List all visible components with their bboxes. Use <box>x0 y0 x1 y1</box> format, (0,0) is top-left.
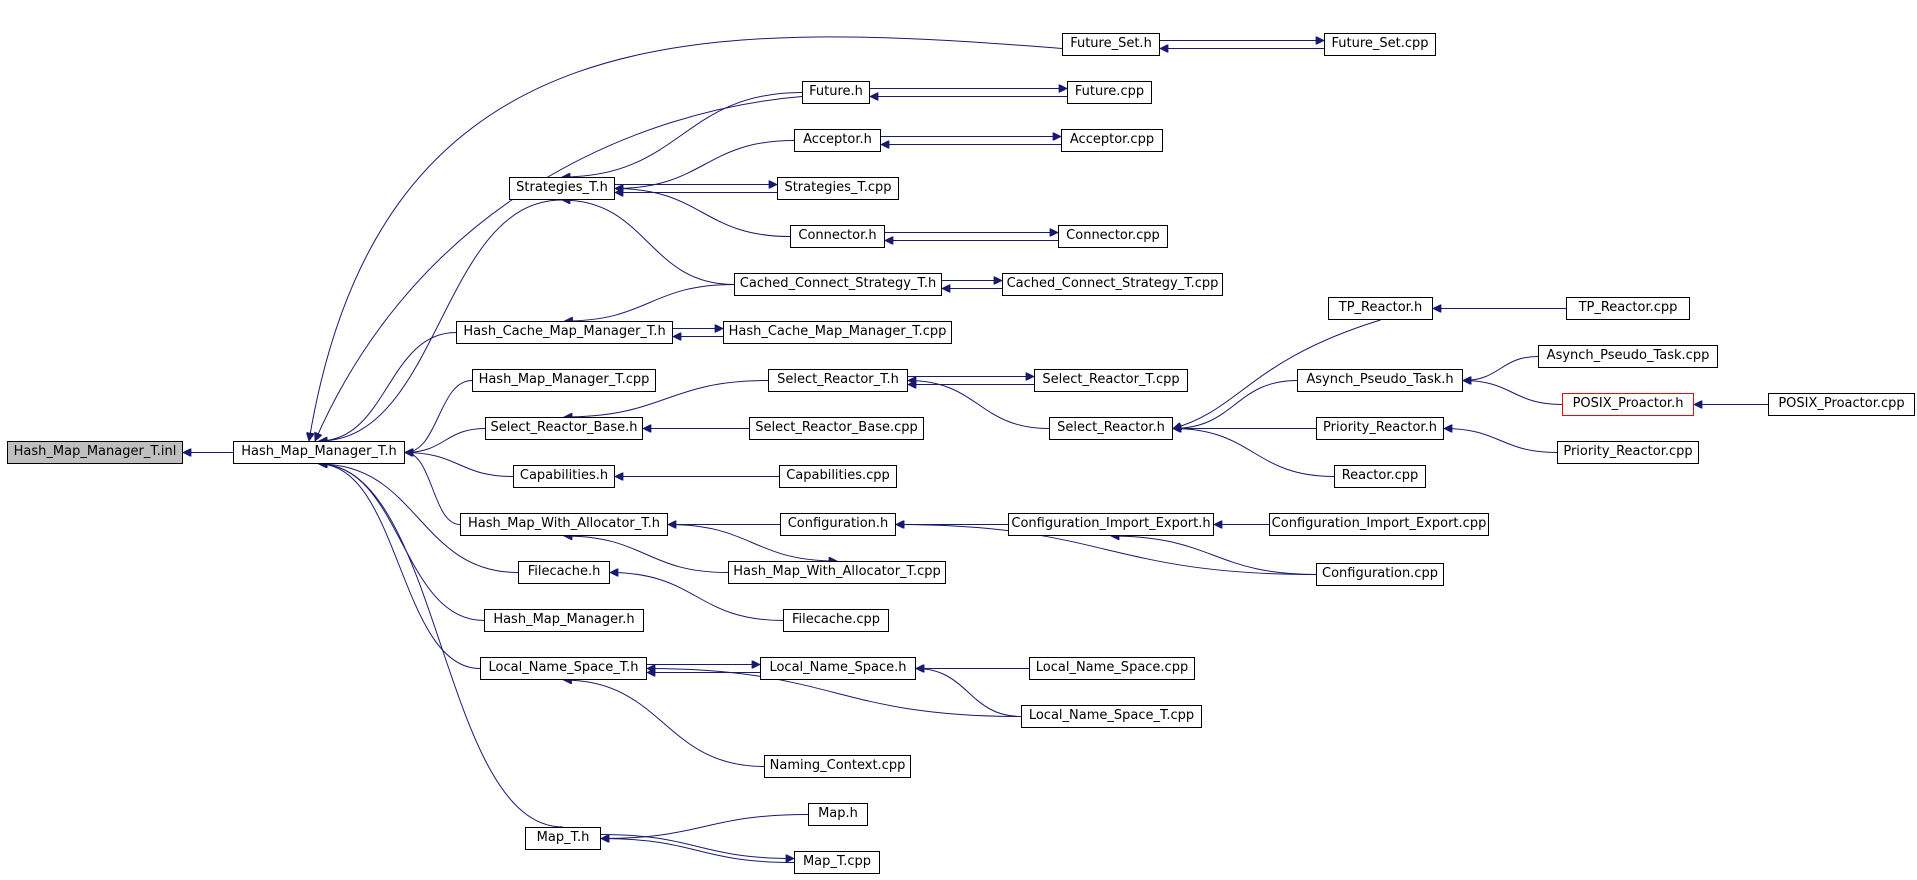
node-local-name-space-h[interactable]: Local_Name_Space.h <box>760 657 916 680</box>
edge-hmwa_cpp-to-hmwa_h <box>564 536 729 573</box>
node-configuration-cpp[interactable]: Configuration.cpp <box>1316 563 1444 586</box>
edge-hmm_plain_h-to-hmm_h <box>319 464 485 621</box>
edge-map_h-to-map_t_h <box>601 814 809 839</box>
node-acceptor-h[interactable]: Acceptor.h <box>794 129 881 152</box>
node-map-h[interactable]: Map.h <box>808 803 868 826</box>
node-acceptor-cpp[interactable]: Acceptor.cpp <box>1061 129 1163 152</box>
node-future-set-cpp[interactable]: Future_Set.cpp <box>1324 33 1436 56</box>
node-future-cpp[interactable]: Future.cpp <box>1067 81 1152 104</box>
node-connector-h[interactable]: Connector.h <box>790 225 885 248</box>
node-hash-map-manager-t-h[interactable]: Hash_Map_Manager_T.h <box>233 441 405 464</box>
edge-capabilities_h-to-hmm_h <box>405 453 514 477</box>
node-hash-map-manager-t-cpp[interactable]: Hash_Map_Manager_T.cpp <box>472 369 656 392</box>
node-local-name-space-t-h[interactable]: Local_Name_Space_T.h <box>480 657 647 680</box>
node-capabilities-h[interactable]: Capabilities.h <box>513 465 615 488</box>
node-map-t-cpp[interactable]: Map_T.cpp <box>794 851 880 874</box>
edge-map_t_cpp-to-map_t_h <box>601 839 795 863</box>
node-tp-reactor-cpp[interactable]: TP_Reactor.cpp <box>1566 297 1690 320</box>
node-map-t-h[interactable]: Map_T.h <box>525 827 601 850</box>
edge-asynch_cpp-to-asynch_h <box>1463 356 1539 381</box>
edge-asynch_h-to-sel_reactor_h <box>1173 380 1298 429</box>
node-filecache-cpp[interactable]: Filecache.cpp <box>783 609 889 632</box>
node-configuration-h[interactable]: Configuration.h <box>780 513 896 536</box>
node-strategies-t-cpp[interactable]: Strategies_T.cpp <box>777 177 899 200</box>
node-capabilities-cpp[interactable]: Capabilities.cpp <box>779 465 897 488</box>
node-local-name-space-cpp[interactable]: Local_Name_Space.cpp <box>1029 657 1195 680</box>
node-priority-reactor-h[interactable]: Priority_Reactor.h <box>1316 417 1444 440</box>
edge-strategies_h-to-hmm_h <box>319 199 563 441</box>
node-hash-map-manager-t-inl: Hash_Map_Manager_T.inl <box>7 441 183 464</box>
edge-future_h-to-strategies_h <box>562 92 803 178</box>
node-tp-reactor-h[interactable]: TP_Reactor.h <box>1328 297 1433 320</box>
edge-config_cpp-to-config_h <box>896 525 1317 575</box>
edge-config_cpp-to-config_ie_h <box>1111 536 1317 575</box>
edge-ccs_h-to-hcmm_h <box>565 284 735 322</box>
node-asynch-pseudo-task-h[interactable]: Asynch_Pseudo_Task.h <box>1297 369 1463 392</box>
node-configuration-import-export-cpp[interactable]: Configuration_Import_Export.cpp <box>1269 513 1489 536</box>
node-local-name-space-t-cpp[interactable]: Local_Name_Space_T.cpp <box>1021 705 1202 728</box>
node-select-reactor-h[interactable]: Select_Reactor.h <box>1049 417 1173 440</box>
edge-map_t_h-to-map_t_cpp <box>600 834 794 859</box>
node-cached-connect-strategy-t-cpp[interactable]: Cached_Connect_Strategy_T.cpp <box>1002 273 1223 296</box>
edge-lns_t_h-to-hmm_h <box>319 464 481 669</box>
edge-hmm_cpp-to-hmm_h <box>405 380 473 453</box>
edge-connector_h-to-strategies_h <box>615 189 791 237</box>
edge-sel_reactor_h-to-sel_reactor_t_h <box>908 381 1050 429</box>
node-select-reactor-t-cpp[interactable]: Select_Reactor_T.cpp <box>1034 369 1188 392</box>
node-asynch-pseudo-task-cpp[interactable]: Asynch_Pseudo_Task.cpp <box>1538 345 1718 368</box>
edge-lns_t_cpp-to-lns_h <box>916 669 1022 717</box>
node-hash-cache-map-manager-t-h[interactable]: Hash_Cache_Map_Manager_T.h <box>456 321 673 344</box>
edge-priority_cpp-to-priority_h <box>1444 429 1558 453</box>
edge-hmwa_h-to-hmm_h <box>405 453 461 525</box>
edge-future_set_h-to-hmm_h <box>309 36 1063 441</box>
node-hash-map-with-allocator-t-cpp[interactable]: Hash_Map_With_Allocator_T.cpp <box>728 561 946 584</box>
node-reactor-cpp[interactable]: Reactor.cpp <box>1334 465 1426 488</box>
node-select-reactor-base-h[interactable]: Select_Reactor_Base.h <box>485 417 643 440</box>
edge-naming_cpp-to-lns_t_h <box>564 680 765 767</box>
node-posix-proactor-h[interactable]: POSIX_Proactor.h <box>1562 393 1694 416</box>
edge-filecache_h-to-hmm_h <box>319 464 519 573</box>
edge-filecache_cpp-to-filecache_h <box>610 573 784 621</box>
node-strategies-t-h[interactable]: Strategies_T.h <box>509 177 615 200</box>
edge-lns_t_cpp-to-lns_t_h <box>647 669 1022 717</box>
node-future-set-h[interactable]: Future_Set.h <box>1062 33 1160 56</box>
node-select-reactor-base-cpp[interactable]: Select_Reactor_Base.cpp <box>749 417 924 440</box>
node-future-h[interactable]: Future.h <box>802 81 870 104</box>
node-cached-connect-strategy-t-h[interactable]: Cached_Connect_Strategy_T.h <box>734 273 942 296</box>
node-filecache-h[interactable]: Filecache.h <box>518 561 610 584</box>
node-posix-proactor-cpp[interactable]: POSIX_Proactor.cpp <box>1768 393 1915 416</box>
node-hash-map-with-allocator-t-h[interactable]: Hash_Map_With_Allocator_T.h <box>460 513 668 536</box>
node-hash-cache-map-manager-t-cpp[interactable]: Hash_Cache_Map_Manager_T.cpp <box>723 321 952 344</box>
node-hash-map-manager-h[interactable]: Hash_Map_Manager.h <box>484 609 644 632</box>
edge-hcmm_h-to-hmm_h <box>319 332 457 442</box>
edge-reactor_cpp-to-sel_reactor_h <box>1173 429 1335 477</box>
edge-tp_reactor_h-to-sel_reactor_h <box>1173 319 1381 429</box>
node-connector-cpp[interactable]: Connector.cpp <box>1058 225 1168 248</box>
edge-acceptor_h-to-strategies_h <box>615 140 795 189</box>
node-priority-reactor-cpp[interactable]: Priority_Reactor.cpp <box>1557 441 1699 464</box>
edge-sel_reactor_base_h-to-hmm_h <box>405 428 486 453</box>
node-select-reactor-t-h[interactable]: Select_Reactor_T.h <box>768 369 908 392</box>
edge-map_t_h-to-hmm_h <box>319 464 564 828</box>
edge-posix_h-to-asynch_h <box>1463 381 1563 405</box>
edge-ccs_h-to-strategies_h <box>562 200 735 285</box>
edge-sel_reactor_t_h-to-sel_reactor_base_h <box>564 380 769 418</box>
node-configuration-import-export-h[interactable]: Configuration_Import_Export.h <box>1008 513 1214 536</box>
node-naming-context-cpp[interactable]: Naming_Context.cpp <box>764 755 911 778</box>
edge-hmwa_h-to-hmwa_cpp <box>667 524 837 562</box>
